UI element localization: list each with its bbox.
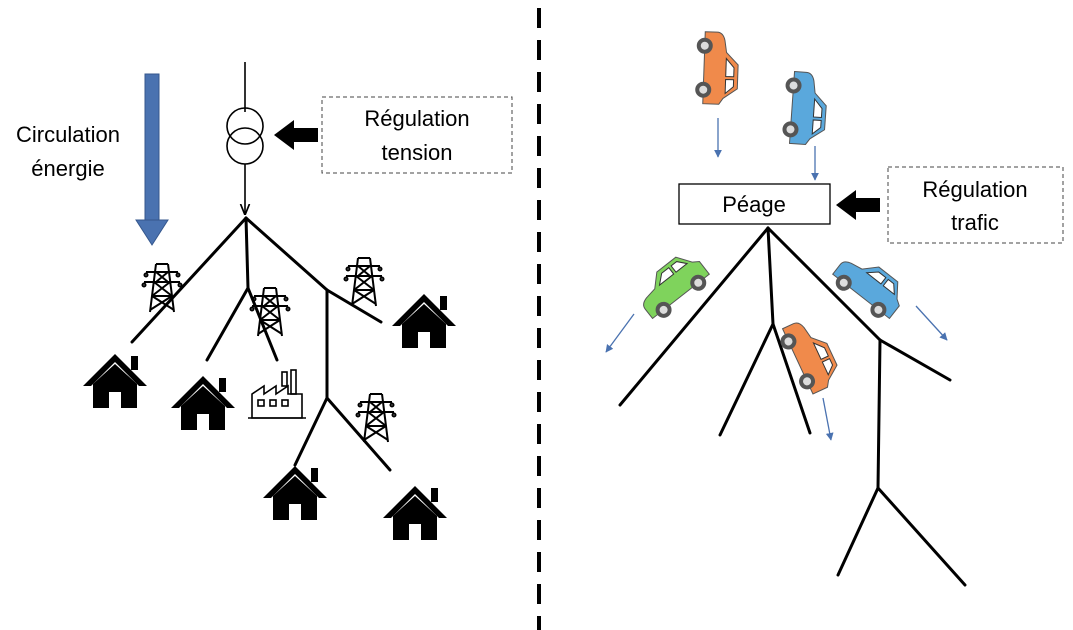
- motion-arrow: [915, 305, 948, 341]
- toll-label: Péage: [722, 192, 786, 217]
- blue-car-icon: [827, 246, 911, 326]
- house-icon: [171, 376, 235, 430]
- traffic-regulation-arrow: [836, 190, 880, 220]
- factory-icon: [248, 369, 306, 419]
- toll-box: [678, 183, 831, 225]
- orange-car-icon: [774, 313, 845, 398]
- road-network-lines: [618, 226, 967, 587]
- motion-arrow: [822, 397, 834, 441]
- house-icon: [83, 354, 147, 408]
- grid-network-lines: [130, 216, 392, 472]
- right-panel-road-traffic: Péage Régulation trafic: [605, 30, 1064, 587]
- left-panel-electric-grid: Circulation énergie Régulation tension: [16, 62, 513, 540]
- voltage-regulation-arrow: [274, 120, 318, 150]
- energy-flow-arrow: [135, 73, 169, 246]
- orange-car-icon: [694, 30, 740, 106]
- transformer-icon: [226, 62, 264, 214]
- green-car-icon: [631, 246, 715, 326]
- motion-arrows: [605, 118, 948, 441]
- pylon-icon: [355, 393, 397, 443]
- house-icon: [263, 466, 327, 520]
- voltage-regulation-line2: tension: [382, 140, 453, 165]
- flow-label-line1: Circulation: [16, 122, 120, 147]
- pylon-icon: [141, 263, 183, 313]
- house-icon: [383, 486, 447, 540]
- pylon-icon: [343, 257, 385, 307]
- flow-label-line2: énergie: [31, 156, 104, 181]
- traffic-regulation-line1: Régulation: [922, 177, 1027, 202]
- traffic-regulation-box: [887, 166, 1064, 244]
- house-icon: [392, 294, 456, 348]
- voltage-regulation-box: [321, 96, 513, 174]
- motion-arrow: [605, 313, 635, 353]
- traffic-regulation-line2: trafic: [951, 210, 999, 235]
- blue-car-icon: [781, 70, 829, 147]
- voltage-regulation-line1: Régulation: [364, 106, 469, 131]
